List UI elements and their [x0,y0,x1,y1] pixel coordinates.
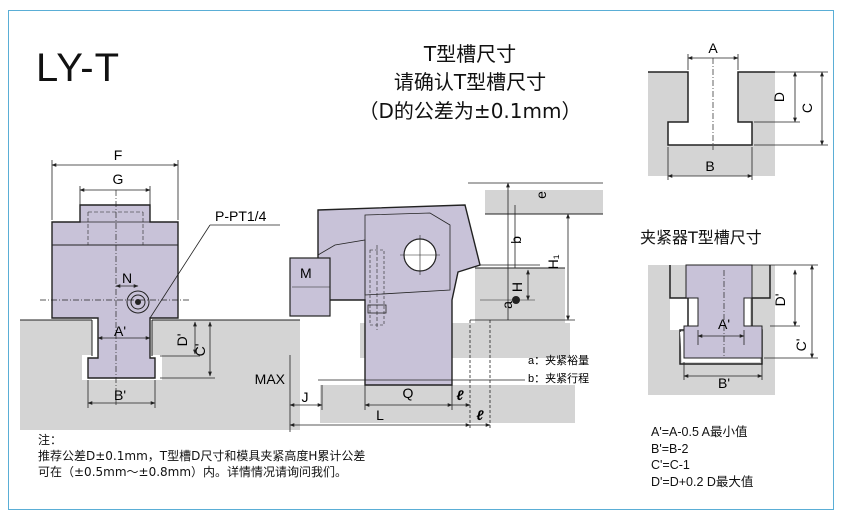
formula-b-prime: B'=B-2 [651,441,689,456]
dim-b-stroke-label: b [508,236,524,244]
dim-h-label: H [509,282,525,292]
front-dim-b-prime-label: B' [114,387,126,403]
dim-a-margin-label: a [499,301,515,309]
title-line-3: （D的公差为±0.1mm） [358,99,582,123]
dim-a-prime-label: A' [718,316,730,332]
dim-j-label: J [302,389,309,405]
legend-a: a：夹紧裕量 [528,354,589,367]
front-dim-d-prime-label: D' [174,334,190,347]
dim-l-small-1-label: ℓ [456,387,464,403]
front-view: F G N A' B' D' C' P-PT1/4 [20,147,300,430]
dim-h1-label: H₁ [545,254,561,269]
dim-l-total-label: L [376,407,384,423]
port-label: P-PT1/4 [215,208,267,224]
title-line-2: 请确认T型槽尺寸 [393,70,547,94]
dim-q-label: Q [403,385,414,401]
dim-c-prime-label: C' [793,339,809,352]
dim-n-label: N [122,270,132,286]
dim-f-label: F [114,147,123,163]
dim-d-label: D [771,92,787,102]
dim-max-label: MAX [255,371,286,387]
dim-b-label: B [705,158,714,174]
dim-c-label: C [799,103,815,113]
front-dim-c-prime-label: C' [192,344,208,357]
title-line-1: T型槽尺寸 [423,42,517,66]
dim-b-prime-label: B' [718,375,730,391]
dim-l-small-2-label: ℓ [476,407,484,423]
dim-m-label: M [300,265,312,281]
dim-g-label: G [113,171,124,187]
dim-d-prime-label: D' [772,294,788,307]
product-code: LY-T [36,46,121,90]
clamp-tslot-subtitle: 夹紧器T型槽尺寸 [640,228,762,247]
formula-block: A'=A-0.5 A最小值 B'=B-2 C'=C-1 D'=D+0.2 D最大… [651,424,753,490]
dim-e-label: e [533,191,549,199]
tslot-section: A B D C [648,40,828,180]
dim-a-label: A [708,40,718,56]
diagram-frame [8,10,834,510]
side-view: M e b H H₁ a MAX J Q L ℓ ℓ a：夹紧裕 [255,182,603,432]
formula-a-prime: A'=A-0.5 A最小值 [651,425,748,439]
clamp-tslot-section: A' B' D' C' [648,264,818,395]
formula-c-prime: C'=C-1 [651,458,690,472]
note-line-1: 推荐公差D±0.1mm，T型槽D尺寸和模具夹紧高度H累计公差 [38,449,366,463]
note-block: 注： 推荐公差D±0.1mm，T型槽D尺寸和模具夹紧高度H累计公差 可在（±0.… [38,432,365,480]
formula-d-prime: D'=D+0.2 D最大值 [651,474,754,489]
note-head: 注： [38,433,63,447]
front-dim-a-prime-label: A' [114,323,126,339]
note-line-2: 可在（±0.5mm～±0.8mm）内。详情情况请询问我们。 [38,465,348,479]
legend-b: b：夹紧行程 [528,372,589,385]
